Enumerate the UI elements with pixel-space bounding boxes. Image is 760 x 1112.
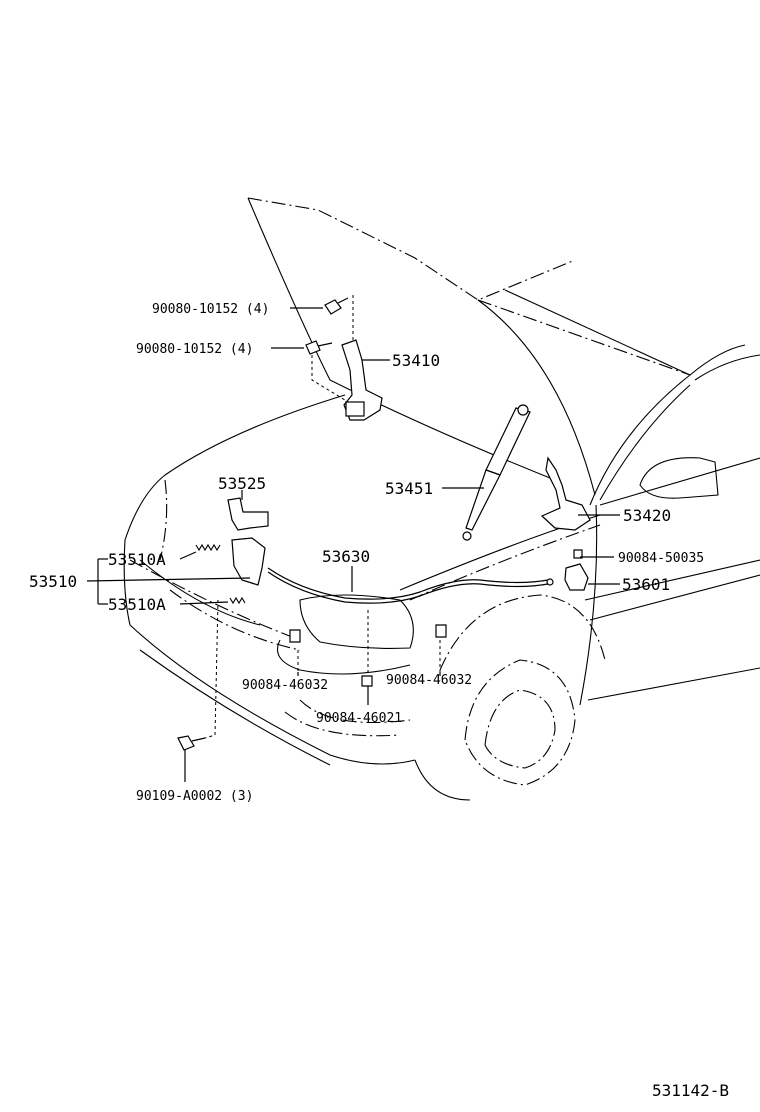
- label-hood-lock-bracket: 53525: [218, 474, 266, 493]
- label-release-lever: 53601: [622, 575, 670, 594]
- clamp-left: [289, 629, 301, 643]
- hood-hinge-53420: [540, 456, 591, 531]
- release-cable-53630: [267, 567, 549, 600]
- label-clamp-left: 90084-46032: [242, 678, 328, 693]
- small-catch: [229, 596, 246, 605]
- figure-id: 531142-B: [652, 1081, 729, 1100]
- clip-50035: [573, 549, 583, 559]
- label-clamp-right: 90084-46032: [386, 673, 472, 688]
- bolt-lower: [305, 340, 321, 355]
- label-clip-50035: 90084-50035: [618, 551, 704, 566]
- label-clamp-bottom: 90084-46021: [316, 711, 402, 726]
- hood-hinge-53410: [341, 339, 383, 421]
- leader-lines: [86, 307, 620, 782]
- clamp-bottom: [361, 675, 373, 687]
- release-lever-53601: [564, 563, 589, 591]
- label-hood-lock-sub-a1: 53510A: [108, 550, 166, 569]
- label-bolt-lower: 90080-10152 (4): [136, 342, 253, 357]
- hood-lock-bracket-53525: [227, 497, 269, 531]
- label-hood-lock-assy: 53510: [29, 572, 77, 591]
- label-hood-lock-sub-a2: 53510A: [108, 595, 166, 614]
- label-hinge-right: 53420: [623, 506, 671, 525]
- label-bolt-upper: 90080-10152 (4): [152, 302, 269, 317]
- clamp-right: [435, 624, 447, 638]
- part-labels: 90080-10152 (4) 90080-10152 (4) 53410 53…: [29, 302, 729, 1100]
- label-hood-support: 53451: [385, 479, 433, 498]
- parts: [177, 295, 591, 751]
- bolt-lock: [177, 735, 195, 751]
- label-bolt-lock: 90109-A0002 (3): [136, 789, 253, 804]
- hood-lock-53510: [231, 537, 266, 586]
- hood-support-53451: [462, 404, 531, 541]
- car-outline: [123, 197, 760, 801]
- bolt-upper: [324, 299, 342, 315]
- label-release-cable: 53630: [322, 547, 370, 566]
- spring: [195, 543, 221, 552]
- label-hood-hinge: 53410: [392, 351, 440, 370]
